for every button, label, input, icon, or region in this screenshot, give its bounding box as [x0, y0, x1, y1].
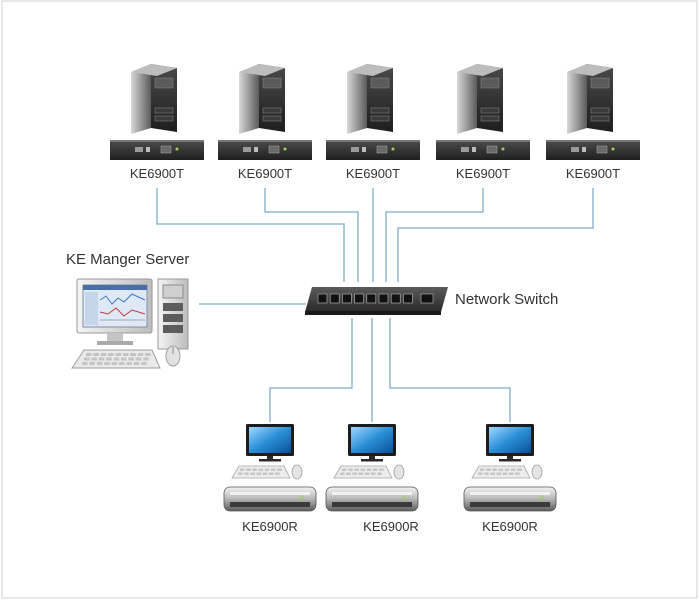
mouse-icon [393, 464, 405, 480]
mouse-icon [531, 464, 543, 480]
transmitter-unit-1 [110, 64, 204, 160]
network-switch-icon [305, 287, 448, 315]
keyboard-icon [471, 465, 531, 479]
kvm-transmitter-icon [110, 140, 204, 160]
tx-label-1: KE6900T [129, 166, 185, 181]
rx-label-1: KE6900R [242, 519, 298, 534]
transmitter-unit-5 [546, 64, 640, 160]
kvm-transmitter-icon [218, 140, 312, 160]
kvm-receiver-icon [463, 486, 557, 512]
cable-tx5 [397, 188, 594, 282]
receivers [223, 424, 557, 512]
kvm-receiver-icon [223, 486, 317, 512]
rx-label-2: KE6900R [363, 519, 419, 534]
cable-rx3 [389, 318, 511, 422]
keyboard-icon [231, 465, 291, 479]
server-computer-icon [71, 278, 189, 369]
keyboard-icon [333, 465, 393, 479]
kvm-transmitter-icon [326, 140, 420, 160]
tower-pc-icon [131, 64, 177, 134]
transmitter-unit-4 [436, 64, 530, 160]
tower-pc-icon [567, 64, 613, 134]
cable-rx1 [269, 318, 353, 422]
switch-label: Network Switch [455, 291, 559, 308]
tower-pc-icon [239, 64, 285, 134]
cables [156, 188, 594, 422]
monitor-icon [246, 424, 294, 462]
tx-label-5: KE6900T [565, 166, 621, 181]
tx-label-2: KE6900T [237, 166, 293, 181]
cable-tx2 [264, 188, 359, 282]
cable-tx4 [385, 188, 484, 282]
tower-pc-icon [457, 64, 503, 134]
monitor-icon [348, 424, 396, 462]
receiver-station-1 [223, 424, 317, 512]
mouse-icon [291, 464, 303, 480]
receiver-station-3 [463, 424, 557, 512]
server-label: KE Manger Server [66, 251, 190, 268]
receiver-station-2 [325, 424, 419, 512]
transmitters [110, 64, 640, 160]
transmitter-unit-3 [326, 64, 420, 160]
monitor-icon [486, 424, 534, 462]
cable-tx1 [156, 188, 345, 282]
rx-label-3: KE6900R [482, 519, 538, 534]
kvm-transmitter-icon [546, 140, 640, 160]
kvm-receiver-icon [325, 486, 419, 512]
tx-label-3: KE6900T [345, 166, 401, 181]
tx-label-4: KE6900T [455, 166, 511, 181]
transmitter-unit-2 [218, 64, 312, 160]
kvm-transmitter-icon [436, 140, 530, 160]
tower-pc-icon [347, 64, 393, 134]
